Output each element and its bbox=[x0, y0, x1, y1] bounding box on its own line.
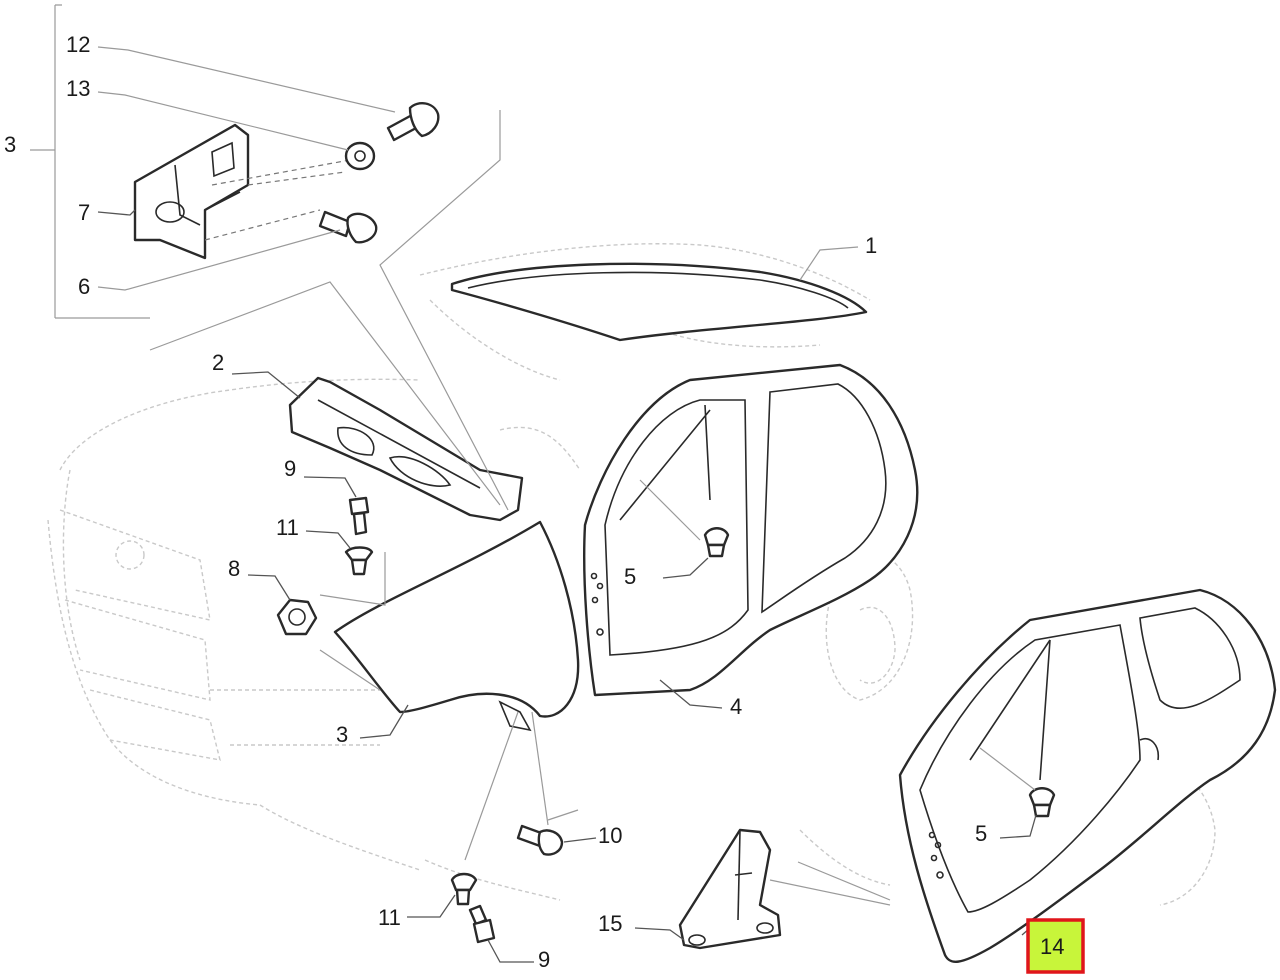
part-6-bolt bbox=[318, 210, 378, 244]
part-9-bolt-lower bbox=[468, 904, 496, 944]
part-4-side-frame-5door bbox=[583, 363, 919, 697]
part-11-clip-upper bbox=[344, 546, 374, 576]
part-7-bracket-plate bbox=[133, 123, 250, 260]
callout-10[interactable]: 10 bbox=[598, 823, 622, 848]
callout-9-lower[interactable]: 9 bbox=[538, 947, 550, 972]
callout-14[interactable]: 14 bbox=[1040, 934, 1064, 959]
part-8-nut bbox=[276, 598, 318, 636]
callout-15[interactable]: 15 bbox=[598, 911, 622, 936]
part-1-roof-panel bbox=[450, 262, 868, 342]
callout-labels: 12 13 3 7 6 1 2 9 11 8 5 4 3 5 10 11 15 … bbox=[4, 32, 1064, 972]
part-12-bolt bbox=[386, 102, 440, 142]
part-2-cross-member bbox=[288, 376, 524, 522]
part-15-reinforcement-bracket bbox=[678, 828, 782, 950]
callout-13[interactable]: 13 bbox=[66, 76, 90, 101]
ghost-car-body bbox=[47, 243, 1216, 906]
part-5-plug-lower bbox=[1028, 787, 1056, 818]
callout-7[interactable]: 7 bbox=[78, 200, 90, 225]
callout-3-fender[interactable]: 3 bbox=[336, 722, 348, 747]
bracket-3-group bbox=[30, 4, 150, 319]
callout-1[interactable]: 1 bbox=[865, 233, 877, 258]
highlight-box-14 bbox=[1026, 918, 1085, 974]
part-3-front-fender bbox=[333, 520, 580, 732]
callout-6[interactable]: 6 bbox=[78, 274, 90, 299]
callout-2[interactable]: 2 bbox=[212, 350, 224, 375]
callout-3-detail[interactable]: 3 bbox=[4, 132, 16, 157]
part-5-plug-upper bbox=[703, 527, 730, 558]
callout-11-upper[interactable]: 11 bbox=[276, 515, 299, 540]
callout-9-upper[interactable]: 9 bbox=[284, 456, 296, 481]
callout-8[interactable]: 8 bbox=[228, 556, 240, 581]
callout-11-lower[interactable]: 11 bbox=[378, 905, 401, 930]
part-11-clip-lower bbox=[450, 872, 478, 906]
callout-5-lower[interactable]: 5 bbox=[975, 821, 987, 846]
part-9-bolt-upper bbox=[348, 496, 370, 536]
callout-5-upper[interactable]: 5 bbox=[624, 564, 636, 589]
leader-lines bbox=[97, 46, 1037, 963]
callout-12[interactable]: 12 bbox=[66, 32, 90, 57]
part-13-washer bbox=[344, 141, 376, 171]
part-14-side-frame-3door bbox=[898, 588, 1277, 963]
callout-4[interactable]: 4 bbox=[730, 694, 742, 719]
part-10-bolt bbox=[516, 824, 564, 856]
